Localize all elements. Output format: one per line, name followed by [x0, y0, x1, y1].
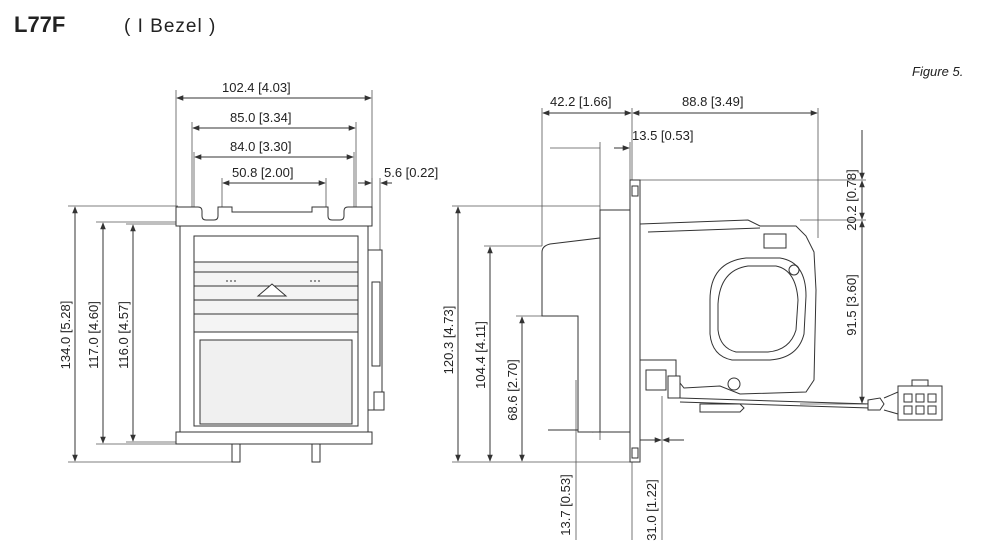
dim-slot-width: 50.8 [2.00] [232, 165, 293, 180]
dim-bezel-depth: 42.2 [1.66] [550, 94, 611, 109]
front-view: 102.4 [4.03] 85.0 [3.34] 84.0 [3.30] 50.… [58, 80, 438, 463]
dim-inner-width: 84.0 [3.30] [230, 139, 291, 154]
dim-frame-width: 85.0 [3.34] [230, 110, 291, 125]
front-dimension-lines [72, 95, 392, 462]
dim-body-height: 91.5 [3.60] [844, 274, 859, 335]
dim-inner-height: 116.0 [4.57] [116, 301, 131, 369]
side-view: 42.2 [1.66] 88.8 [3.49] 13.5 [0.53] 20.2… [441, 94, 943, 541]
dim-lower-height: 68.6 [2.70] [505, 359, 520, 420]
dim-top-offset: 20.2 [0.78] [844, 169, 859, 230]
dim-overall-width: 102.4 [4.03] [222, 80, 291, 95]
dim-body-depth: 88.8 [3.49] [682, 94, 743, 109]
side-validator-outline [541, 179, 943, 463]
model-title: L77F [14, 12, 66, 37]
side-extension-lines [452, 108, 866, 540]
dim-bezel-height: 104.4 [4.11] [473, 321, 488, 389]
front-validator-outline [175, 206, 385, 463]
side-dimension-lines [455, 110, 865, 462]
dim-overall-height: 134.0 [5.28] [58, 301, 73, 370]
dim-side-offset: 5.6 [0.22] [384, 165, 438, 180]
dim-flange-depth: 13.5 [0.53] [632, 128, 693, 143]
dim-frame-height: 117.0 [4.60] [86, 301, 101, 369]
figure-label: Figure 5. [912, 64, 964, 79]
bezel-variant-label: ( I Bezel ) [124, 16, 217, 37]
dim-bottom-flange: 31.0 [1.22] [644, 479, 659, 540]
dim-side-overall-height: 120.3 [4.73] [441, 306, 456, 375]
dim-bottom-offset: 13.7 [0.53] [558, 474, 573, 535]
